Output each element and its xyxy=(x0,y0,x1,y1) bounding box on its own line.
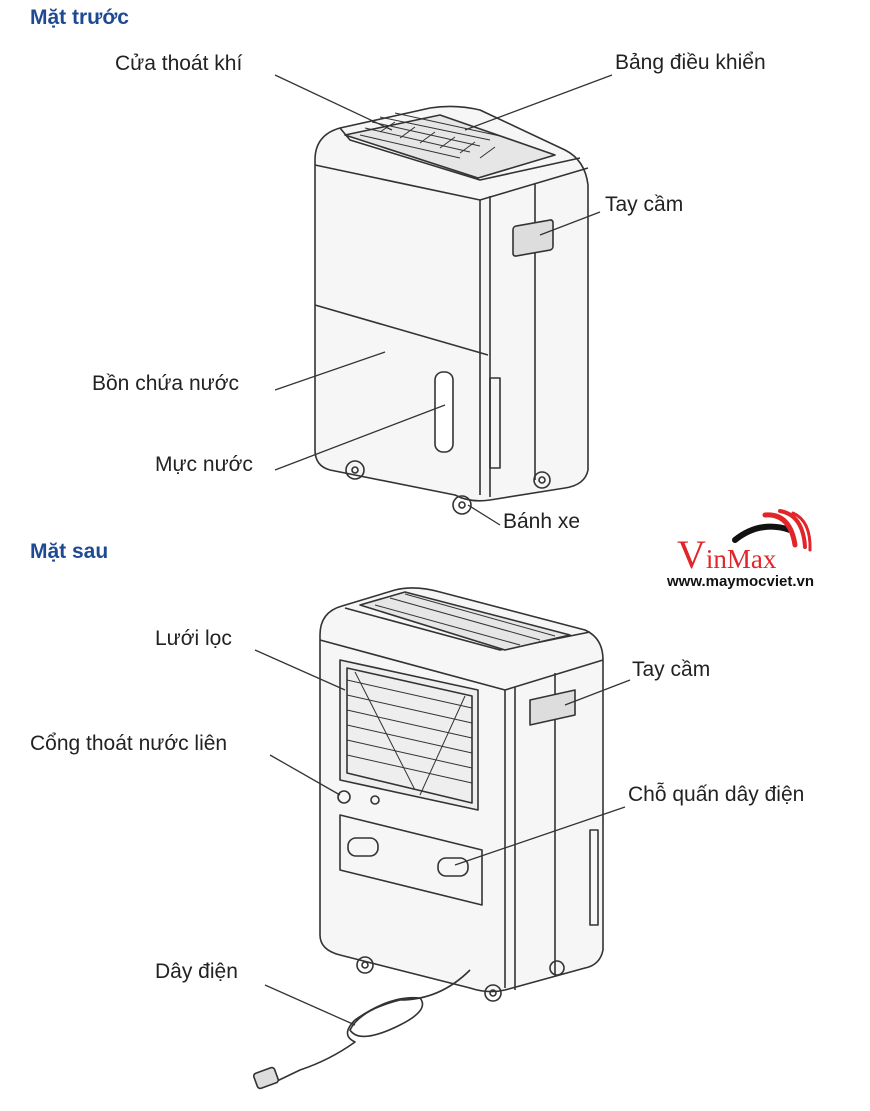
power-cord-drawing xyxy=(274,969,471,1083)
label-back-handle: Tay cầm xyxy=(632,658,711,681)
top-vent-grid xyxy=(374,593,556,646)
label-water-tank: Bồn chứa nước xyxy=(92,372,239,395)
filter-mesh xyxy=(346,671,473,796)
label-front-handle: Tay cầm xyxy=(605,193,684,216)
back-view-title: Mặt sau xyxy=(30,540,109,563)
label-control-panel: Bảng điều khiển xyxy=(615,51,766,74)
label-filter: Lưới lọc xyxy=(155,627,232,650)
label-water-level: Mực nước xyxy=(155,453,253,476)
logo-brand-text: VinMax xyxy=(677,532,777,577)
vinmax-logo: VinMax www.maymocviet.vn xyxy=(665,505,865,595)
front-unit-illustration xyxy=(314,105,589,515)
label-drain-port: Cổng thoát nước liên xyxy=(30,732,228,755)
back-unit-illustration xyxy=(252,587,604,1090)
air-vent-grid xyxy=(359,112,501,159)
label-wheels: Bánh xe xyxy=(503,510,581,533)
front-view-title: Mặt trước xyxy=(30,6,129,29)
leader-lines xyxy=(254,74,631,1026)
logo-url: www.maymocviet.vn xyxy=(667,573,814,590)
label-air-outlet: Cửa thoát khí xyxy=(115,52,243,75)
label-cord-wrap: Chỗ quấn dây điện xyxy=(628,783,805,806)
logo-swoosh-icon xyxy=(732,509,812,552)
label-power-cord: Dây điện xyxy=(155,960,238,983)
